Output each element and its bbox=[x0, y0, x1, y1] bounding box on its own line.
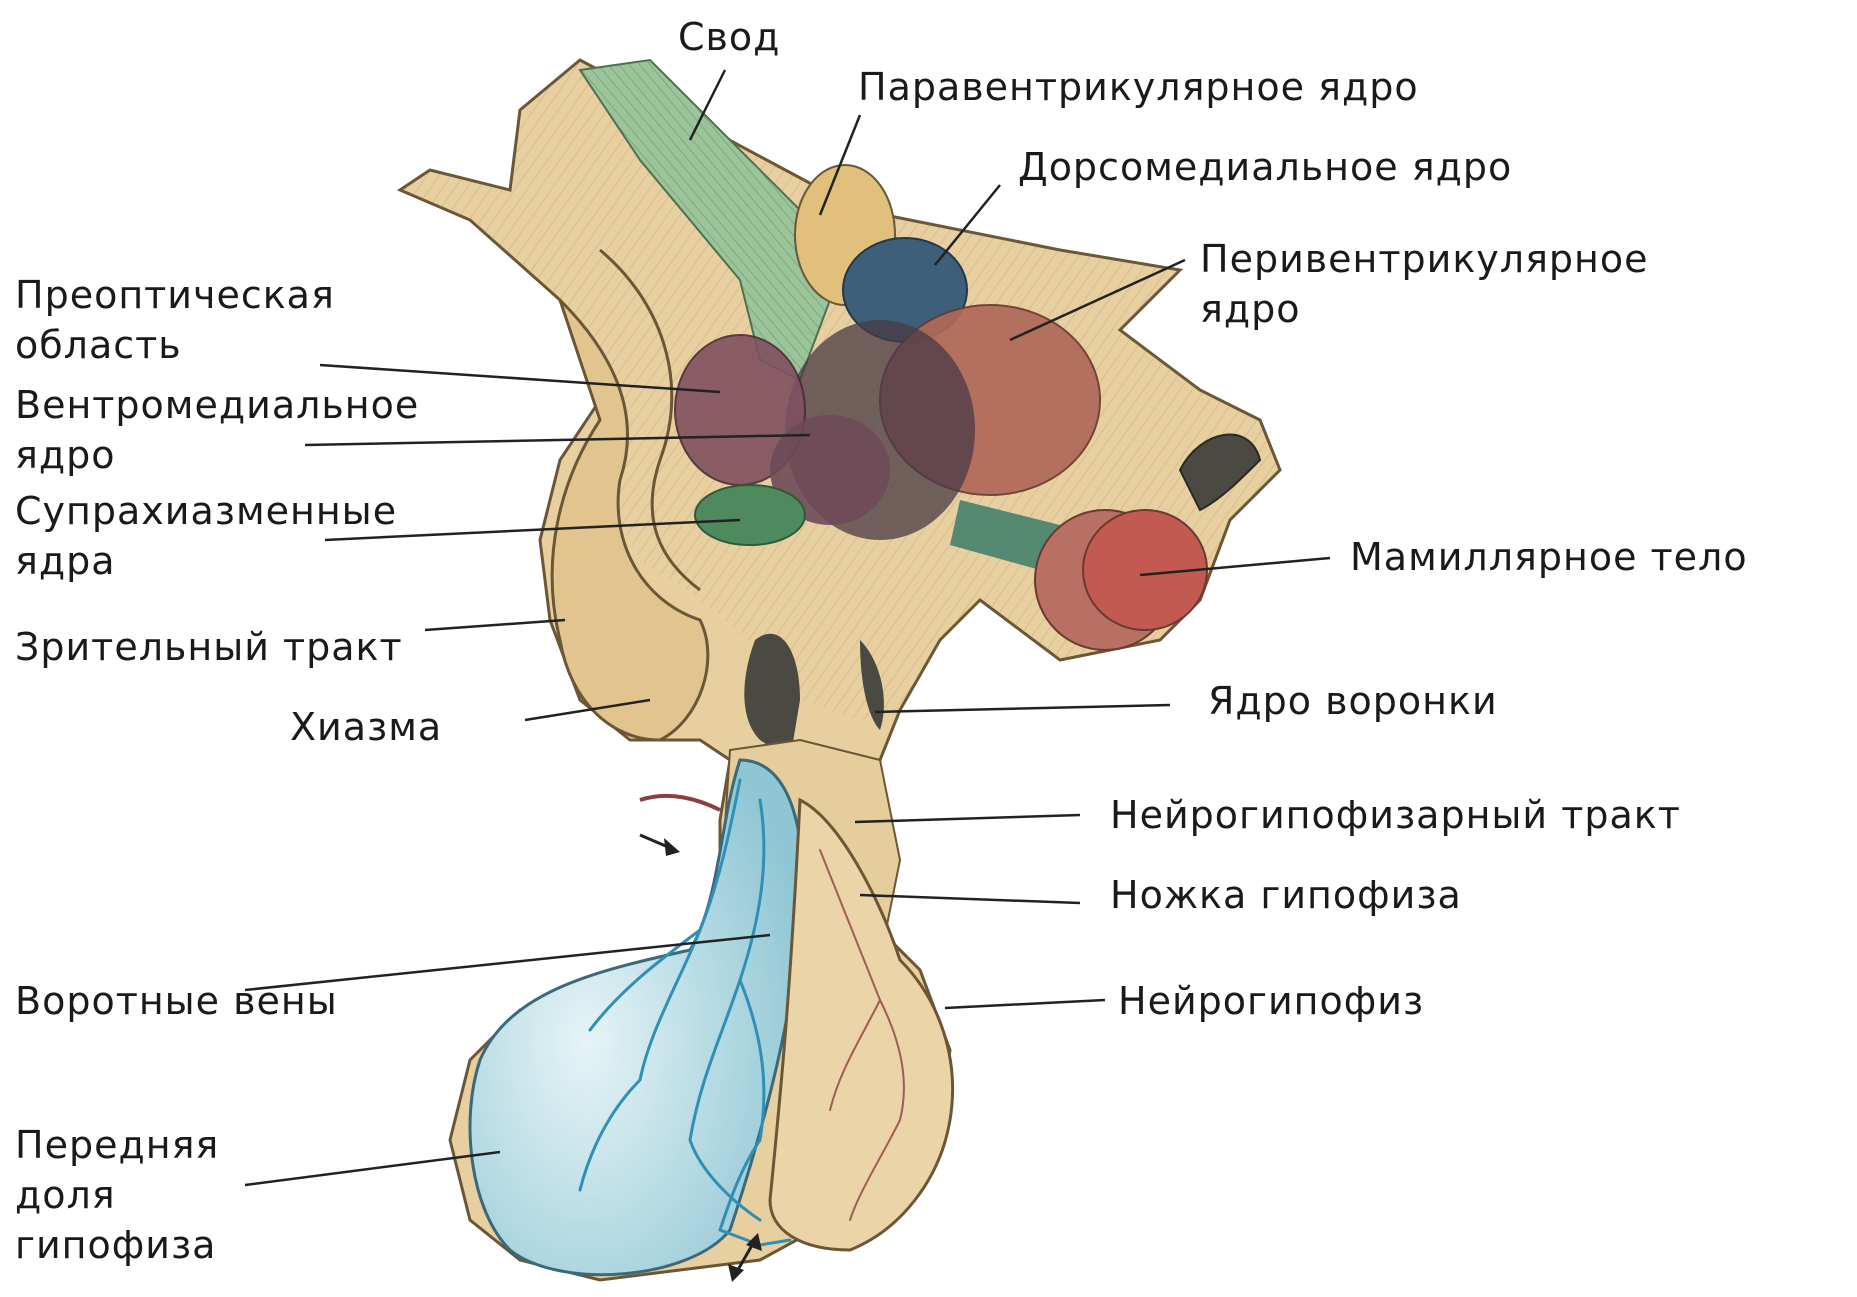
label-ventromedial-nucleus: Вентромедиальное ядро bbox=[15, 380, 419, 480]
label-chiasm: Хиазма bbox=[290, 702, 442, 752]
label-svod: Свод bbox=[678, 12, 780, 62]
label-optic-tract: Зрительный тракт bbox=[15, 622, 403, 672]
label-ventromedial-line1: Вентромедиальное bbox=[15, 380, 419, 430]
label-neurohypophyseal-tract: Нейрогипофизарный тракт bbox=[1110, 790, 1681, 840]
label-mamillary-body: Мамиллярное тело bbox=[1350, 532, 1748, 582]
label-preoptic-line2: область bbox=[15, 320, 335, 370]
inflow-arrow-icon bbox=[640, 796, 720, 856]
label-anterior-line1: Передняя bbox=[15, 1120, 219, 1170]
label-periventricular-line2: ядро bbox=[1200, 284, 1649, 334]
label-suprachiasmatic-line1: Супрахиазменные bbox=[15, 486, 397, 536]
label-periventricular-line1: Перивентрикулярное bbox=[1200, 234, 1649, 284]
label-ventromedial-line2: ядро bbox=[15, 430, 419, 480]
label-suprachiasmatic-nuclei: Супрахиазменные ядра bbox=[15, 486, 397, 586]
label-anterior-line3: гипофиза bbox=[15, 1220, 219, 1270]
label-dorsomedial-nucleus: Дорсомедиальное ядро bbox=[1018, 142, 1512, 192]
label-preoptic-region: Преоптическая область bbox=[15, 270, 335, 370]
label-anterior-pituitary-lobe: Передняя доля гипофиза bbox=[15, 1120, 219, 1270]
label-portal-veins: Воротные вены bbox=[15, 976, 338, 1026]
label-infundibular-nucleus: Ядро воронки bbox=[1208, 676, 1498, 726]
label-pituitary-stalk: Ножка гипофиза bbox=[1110, 870, 1462, 920]
label-preoptic-line1: Преоптическая bbox=[15, 270, 335, 320]
label-paraventricular-nucleus: Паравентрикулярное ядро bbox=[858, 62, 1419, 112]
label-periventricular-nucleus: Перивентрикулярное ядро bbox=[1200, 234, 1649, 334]
label-neurohypophysis: Нейрогипофиз bbox=[1118, 976, 1424, 1026]
label-suprachiasmatic-line2: ядра bbox=[15, 536, 397, 586]
suprachiasmatic-nuclei bbox=[695, 485, 805, 545]
label-anterior-line2: доля bbox=[15, 1170, 219, 1220]
